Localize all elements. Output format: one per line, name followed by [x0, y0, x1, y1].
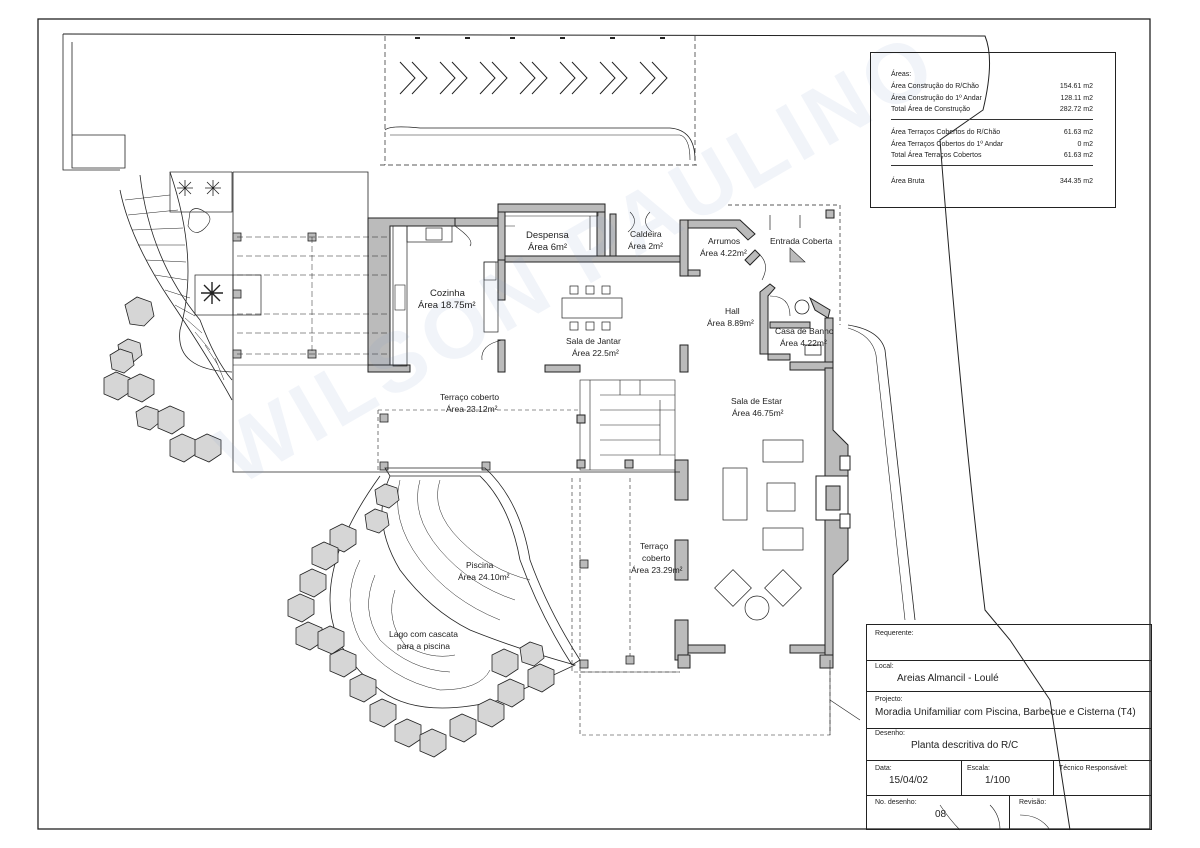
- areas-row-value: 128.11 m2: [1060, 95, 1093, 102]
- revisao-label: Revisão:: [1019, 799, 1047, 806]
- areas-row-label: Total Área Terraços Cobertos: [891, 152, 982, 159]
- staircase: [579, 379, 676, 471]
- title-block-divider: [961, 760, 962, 795]
- room-hall-name: Hall: [725, 306, 740, 316]
- areas-row-value: 154.61 m2: [1059, 83, 1093, 90]
- title-block-rule: [867, 760, 1151, 761]
- room-despensa-area: Área 6m²: [528, 242, 568, 253]
- areas-row-label: Área Construção do R/Chão: [891, 83, 979, 90]
- areas-row-label: Área Bruta: [891, 178, 925, 185]
- room-hall-area: Área 8.89m²: [707, 318, 754, 328]
- local-label: Local:: [875, 663, 894, 670]
- room-cozinha-name: Cozinha: [430, 288, 465, 299]
- room-terraco-coberto-2-area: Área 23.29m²: [631, 565, 683, 575]
- desenho-value: Planta descritiva do R/C: [911, 740, 1019, 751]
- areas-row: Total Área de Construção 282.72 m2: [891, 106, 1093, 116]
- room-entrada-name: Entrada Coberta: [770, 236, 833, 246]
- areas-row-value: 282.72 m2: [1059, 106, 1093, 113]
- areas-row-label: Área Terraços Cobertos do 1º Andar: [891, 141, 1004, 148]
- room-piscina-area: Área 24.10m²: [458, 572, 510, 582]
- title-block-rule: [867, 660, 1151, 661]
- room-sala-jantar-area: Área 22.5m²: [572, 348, 619, 358]
- site-boundary: [62, 33, 1071, 831]
- areas-row-label: Área Construção do 1º Andar: [891, 95, 982, 102]
- living-room-furniture: [714, 439, 804, 621]
- areas-row: Área Bruta 344.35 m2: [891, 178, 1093, 188]
- room-terraco-coberto-2-line2: coberto: [642, 553, 671, 563]
- areas-row-value: 61.63 m2: [1063, 152, 1093, 159]
- ndesenho-value: 08: [935, 809, 947, 820]
- data-value: 15/04/02: [889, 775, 928, 786]
- areas-table: Áreas: Área Construção do R/Chão 154.61 …: [870, 52, 1116, 208]
- room-sala-estar-area: Área 46.75m²: [732, 408, 784, 418]
- room-terraco-coberto-2-line1: Terraço: [640, 541, 669, 551]
- data-label: Data:: [875, 765, 892, 772]
- tecnico-label: Técnico Responsável:: [1059, 765, 1128, 772]
- dining-table: [561, 285, 623, 331]
- house-walls: [367, 203, 851, 669]
- requerente-label: Requerente:: [875, 630, 914, 637]
- areas-separator: [891, 119, 1093, 120]
- room-cozinha-area: Área 18.75m²: [418, 300, 476, 311]
- areas-heading: Áreas:: [891, 71, 912, 78]
- projecto-label: Projecto:: [875, 696, 903, 703]
- room-arrumos-name: Arrumos: [708, 236, 741, 246]
- title-block-rule: [867, 691, 1151, 692]
- room-despensa-name: Despensa: [526, 230, 569, 241]
- areas-row-value: 61.63 m2: [1063, 129, 1093, 136]
- title-block-rule: [867, 728, 1151, 729]
- room-sala-jantar-name: Sala de Jantar: [566, 336, 621, 346]
- room-caldeira-area: Área 2m²: [628, 241, 663, 251]
- areas-row-value: 344.35 m2: [1059, 178, 1093, 185]
- room-sala-estar-name: Sala de Estar: [731, 396, 783, 406]
- escala-label: Escala:: [967, 765, 990, 772]
- areas-heading-row: Áreas:: [891, 71, 1093, 81]
- lago-label-line2: para a piscina: [397, 641, 450, 651]
- drawing-frame: [37, 18, 1151, 830]
- areas-row: Total Área Terraços Cobertos 61.63 m2: [891, 152, 1093, 162]
- areas-row-value: 0 m2: [1077, 141, 1093, 148]
- room-casa-banho-name: Casa de Banho: [775, 326, 834, 336]
- areas-row-label: Área Terraços Cobertos do R/Chão: [891, 129, 1001, 136]
- room-terraco-coberto-area: Área 23.12m²: [446, 404, 498, 414]
- room-piscina-name: Piscina: [466, 560, 494, 570]
- projecto-value: Moradia Unifamiliar com Piscina, Barbecu…: [875, 707, 1136, 718]
- areas-separator: [891, 165, 1093, 166]
- room-arrumos-area: Área 4.22m²: [700, 248, 747, 258]
- escala-value: 1/100: [985, 775, 1011, 786]
- areas-row-label: Total Área de Construção: [891, 106, 970, 113]
- ndesenho-label: No. desenho:: [875, 799, 917, 806]
- areas-row: Área Terraços Cobertos do 1º Andar 0 m2: [891, 141, 1093, 151]
- lago-label-line1: Lago com cascata: [389, 629, 458, 639]
- areas-row: Área Construção do 1º Andar 128.11 m2: [891, 95, 1093, 105]
- title-block-divider: [1053, 760, 1054, 795]
- title-block: Requerente: Local: Areias Almancil - Lou…: [866, 624, 1152, 830]
- room-caldeira-name: Caldeira: [630, 229, 662, 239]
- room-terraco-coberto-name: Terraço coberto: [440, 392, 500, 402]
- rocks: [103, 296, 555, 758]
- title-block-divider: [1009, 795, 1010, 829]
- desenho-label: Desenho:: [875, 730, 905, 737]
- areas-row: Área Construção do R/Chão 154.61 m2: [891, 83, 1093, 93]
- driveway-chevrons: [399, 61, 668, 95]
- areas-row: Área Terraços Cobertos do R/Chão 61.63 m…: [891, 129, 1093, 139]
- room-casa-banho-area: Área 4.22m²: [780, 338, 827, 348]
- local-value: Areias Almancil - Loulé: [897, 673, 999, 684]
